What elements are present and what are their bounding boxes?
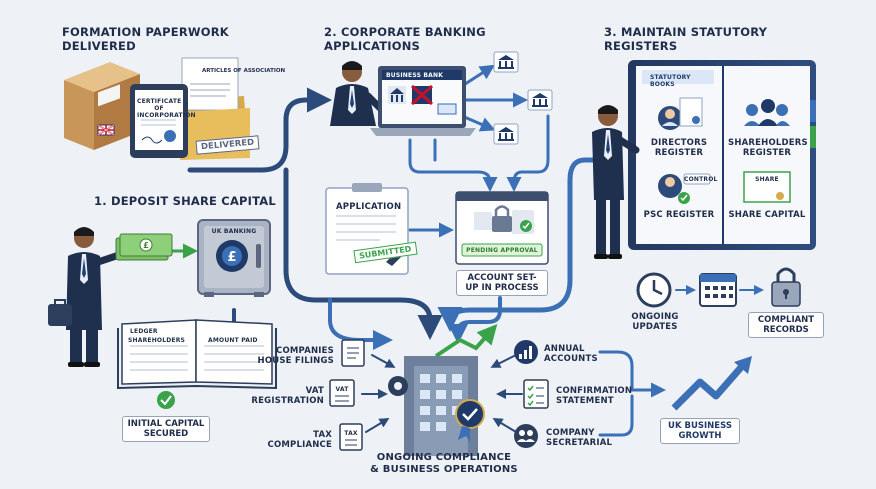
statutory-book <box>628 60 816 250</box>
laptop <box>370 66 476 136</box>
articles-doc-label: ARTICLES OF ASSOCIATION <box>202 68 286 74</box>
registers-illustration <box>592 60 816 308</box>
safe-label: UK BANKING <box>211 228 257 235</box>
compliant-records-label: COMPLIANT RECORDS <box>748 312 824 338</box>
laptop-screen-header: BUSINESS BANK <box>386 72 444 79</box>
title-deposit: 1. DEPOSIT SHARE CAPITAL <box>94 194 276 208</box>
growth-arrow-icon <box>671 356 752 411</box>
compliance-illustration <box>329 324 752 456</box>
ongoing-title-line2: & BUSINESS OPERATIONS <box>370 464 518 475</box>
company-secretarial-label: COMPANY SECRETARIAL <box>546 428 613 448</box>
document-icon-vat <box>329 379 355 407</box>
ongoing-updates-label: ONGOING UPDATES <box>631 312 679 332</box>
tablet-certificate <box>130 84 188 158</box>
ledger-col-amount: AMOUNT PAID <box>208 337 258 344</box>
annual-accounts-label: ANNUAL ACCOUNTS <box>544 344 598 364</box>
account-setup-label: ACCOUNT SET-UP IN PROCESS <box>456 270 548 296</box>
title-registers: 3. MAINTAIN STATUTORY REGISTERS <box>604 25 768 53</box>
psc-register-label: PSC REGISTER <box>643 210 715 220</box>
confirmation-statement-label: CONFIRMATION STATEMENT <box>556 386 633 406</box>
svg-text:£: £ <box>143 241 149 250</box>
tax-compliance-label: TAX COMPLIANCE <box>267 430 332 450</box>
vat-registration-label: VAT REGISTRATION <box>251 386 324 406</box>
calendar-icon <box>699 273 737 307</box>
initial-capital-label: INITIAL CAPITAL SECURED <box>122 416 210 442</box>
checklist-icon-confirmation <box>523 379 549 409</box>
clock-icon <box>636 272 672 308</box>
directors-register-label: DIRECTORS REGISTER <box>650 138 708 158</box>
shareholders-register-label: SHAREHOLDERS REGISTER <box>728 138 808 158</box>
vat-doc-label: VAT <box>335 386 349 393</box>
title-formation: FORMATION PAPERWORK DELIVERED <box>62 25 229 53</box>
bank-icons <box>493 51 553 145</box>
tax-doc-label: TAX <box>344 430 358 437</box>
growth-label: UK BUSINESS GROWTH <box>660 418 740 444</box>
document-icon-companies <box>341 339 365 367</box>
safe-icon: £ <box>197 219 271 297</box>
ledger-col-shareholders: SHAREHOLDERS <box>128 337 186 344</box>
depositor-figure <box>48 227 120 367</box>
pending-approval-label: PENDING APPROVAL <box>466 247 538 254</box>
share-doc-label: SHARE <box>755 176 779 183</box>
control-badge: CONTROL <box>684 176 718 183</box>
people-icon-secretarial <box>514 424 538 448</box>
account-window <box>455 191 549 265</box>
application-title: APPLICATION <box>336 202 402 212</box>
ongoing-title-line1: ONGOING COMPLIANCE <box>376 452 512 463</box>
svg-text:£: £ <box>227 250 236 265</box>
statutory-books-label: STATUTORY BOOKS <box>650 74 691 88</box>
banknotes-icon: £ <box>115 233 173 261</box>
share-capital-label: SHARE CAPITAL <box>728 210 806 220</box>
document-icon-tax <box>339 423 363 451</box>
delivery-box <box>64 62 140 150</box>
connector-arrows <box>170 64 764 437</box>
ledger-book <box>117 319 277 390</box>
certificate-doc-label: CERTIFICATE OF INCORPORATION <box>137 98 196 119</box>
lock-icon <box>771 267 801 307</box>
deposit-illustration: £ £ <box>48 219 277 409</box>
banking-illustration <box>325 51 553 275</box>
ledger-label: LEDGER <box>130 328 158 335</box>
office-building <box>388 324 498 456</box>
presenter-figure <box>592 105 640 259</box>
title-banking: 2. CORPORATE BANKING APPLICATIONS <box>324 25 486 53</box>
companies-house-label: COMPANIES HOUSE FILINGS <box>257 346 334 366</box>
check-circle-icon <box>157 391 175 409</box>
chart-icon-annual <box>514 340 538 364</box>
ongoing-compliance-title: ONGOING COMPLIANCE & BUSINESS OPERATIONS <box>346 452 542 476</box>
